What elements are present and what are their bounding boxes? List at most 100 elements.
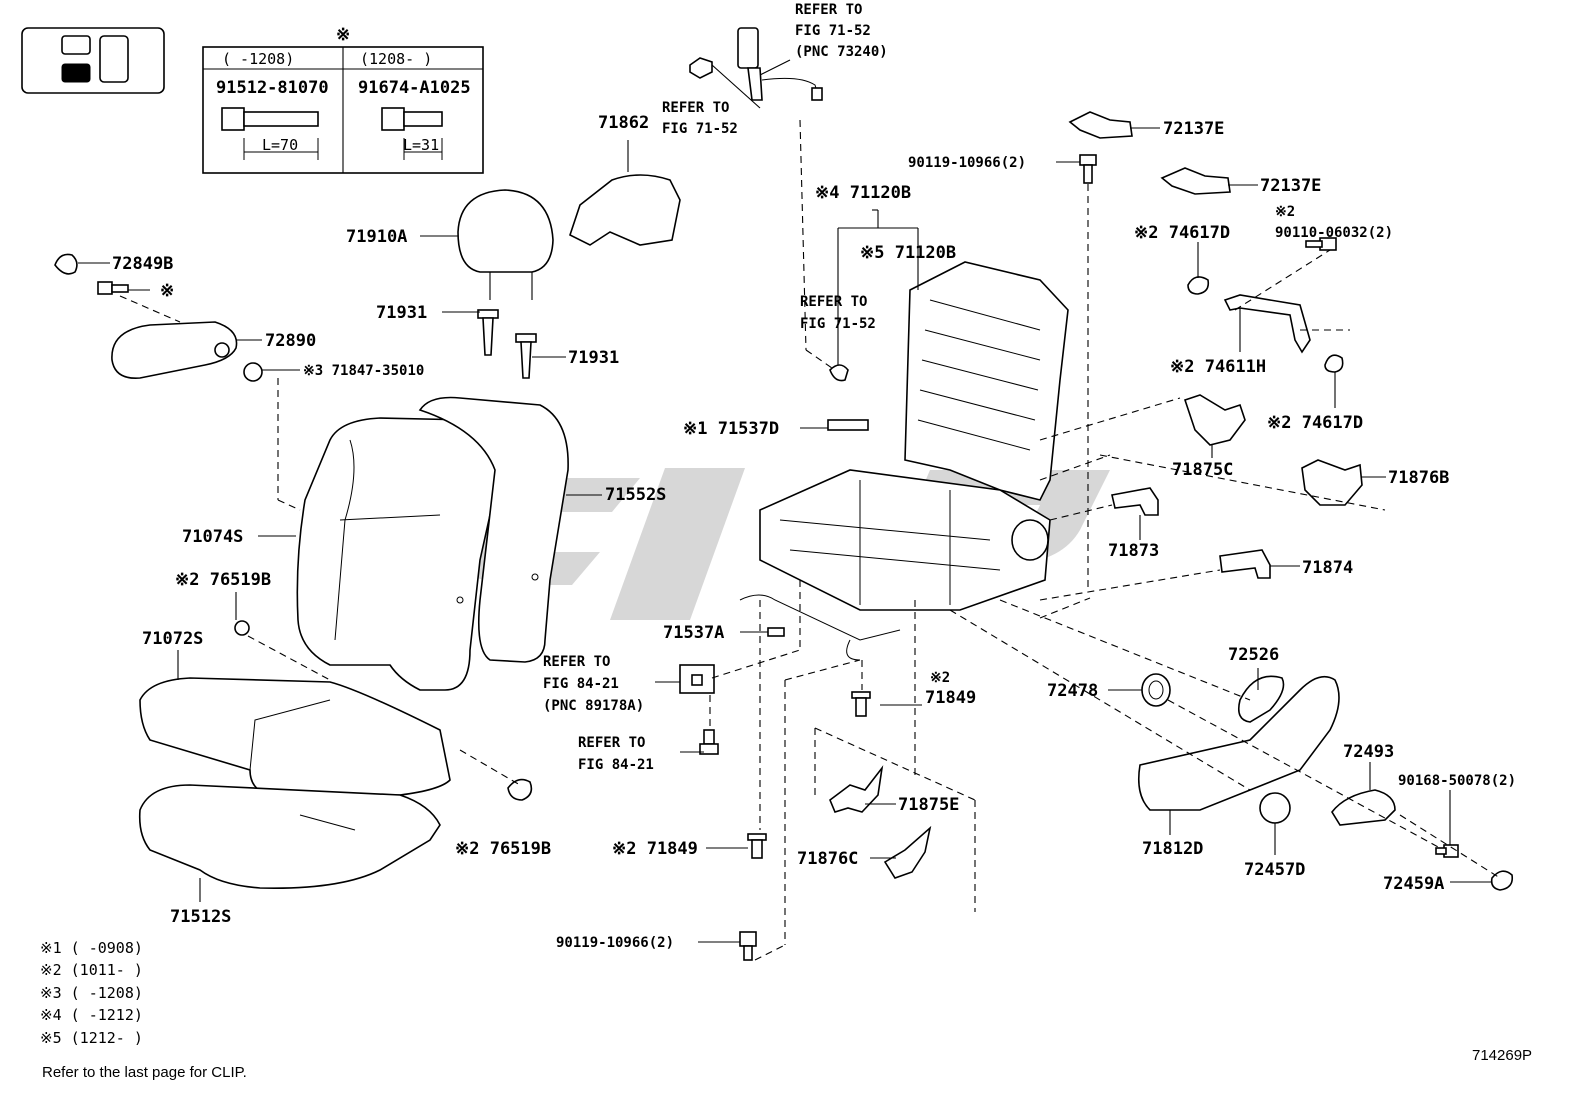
- label-71875C: 71875C: [1172, 460, 1233, 480]
- table-part-2: 91674-A1025: [358, 78, 471, 98]
- cap-72459A: [1490, 870, 1514, 891]
- label-71847: ※3 71847-35010: [303, 363, 424, 379]
- label-72849B: 72849B: [112, 254, 173, 274]
- label-71876C: 71876C: [797, 849, 858, 869]
- table-mark: ※: [336, 25, 350, 45]
- label-90110-mark: ※2: [1275, 204, 1295, 220]
- nut-top: [689, 57, 713, 79]
- label-72137E-a: 72137E: [1163, 119, 1224, 139]
- connector-89178A: [679, 664, 715, 694]
- handle-74611H: [1223, 294, 1311, 354]
- label-72457D: 72457D: [1244, 860, 1305, 880]
- label-71537A: 71537A: [663, 623, 724, 643]
- clip-near-frame: [829, 364, 849, 382]
- knob-72457D: [1259, 792, 1291, 824]
- headrest: [457, 189, 554, 300]
- table-length-1: L=70: [262, 136, 298, 154]
- label-71812D: 71812D: [1142, 839, 1203, 859]
- cap-72849B: [54, 253, 78, 275]
- label-71876B: 71876B: [1388, 468, 1449, 488]
- cap-74617D-b: [1324, 354, 1344, 373]
- label-71120B-5: ※5 71120B: [860, 243, 956, 263]
- seat-frame-71120B: [739, 261, 1069, 661]
- label-71120B-4: ※4 71120B: [815, 183, 911, 203]
- note-1: ※1 ( -0908): [40, 939, 143, 957]
- bracket-71874: [1219, 549, 1271, 579]
- label-71537D: [827, 419, 869, 431]
- leader-lines: [78, 59, 1492, 943]
- label-90119-bottom: 90119-10966(2): [556, 935, 674, 951]
- label-72478: 72478: [1047, 681, 1098, 701]
- note-5: ※5 (1212- ): [40, 1029, 143, 1047]
- bolt-90119-top: [1079, 154, 1097, 184]
- seatbelt-buckle: [737, 27, 823, 101]
- label-74617D-a: ※2 74617D: [1134, 223, 1230, 243]
- refer-top-line1: REFER TO: [795, 2, 862, 18]
- label-72137E-b: 72137E: [1260, 176, 1321, 196]
- label-74611H: ※2 74611H: [1170, 357, 1266, 377]
- refer-8421a-line3: (PNC 89178A): [543, 698, 644, 714]
- knob-72478: [1141, 673, 1171, 707]
- lever-72526: [1237, 675, 1285, 723]
- bolt-refer-84-21: [699, 729, 719, 755]
- label-76519B-b: ※2 76519B: [455, 839, 551, 859]
- refer-7152b-line2: FIG 71-52: [800, 316, 876, 332]
- refer-8421a-line1: REFER TO: [543, 654, 610, 670]
- bolt-armrest: [97, 281, 129, 295]
- note-2: ※2 (1011- ): [40, 961, 143, 979]
- bolt-90119-bottom: [739, 931, 757, 961]
- bolt-90110: [1305, 237, 1337, 251]
- headrest-support-2: [515, 333, 537, 379]
- cover-71876B: [1301, 459, 1363, 506]
- label-71072S: 71072S: [142, 629, 203, 649]
- seat-cushion-pad-71512S: [138, 784, 441, 889]
- note-4: ※4 ( -1212): [40, 1006, 143, 1024]
- label-74617D-b: ※2 74617D: [1267, 413, 1363, 433]
- label-71537A: [767, 627, 785, 637]
- label-71862: 71862: [598, 113, 649, 133]
- date-notes: ※1 ( -0908) ※2 (1011- ) ※3 ( -1208) ※4 (…: [40, 939, 143, 1047]
- seat-cushion-cover-71072S: [139, 677, 451, 796]
- label-71074S: 71074S: [182, 527, 243, 547]
- table-length-2: L=31: [403, 136, 439, 154]
- label-72890: 72890: [265, 331, 316, 351]
- table-part-1: 91512-81070: [216, 78, 329, 98]
- label-71849-b: ※2 71849: [612, 839, 698, 859]
- label-71875E: 71875E: [898, 795, 959, 815]
- label-71873: 71873: [1108, 541, 1159, 561]
- headrest-support-1: [477, 309, 499, 356]
- label-76519B-a: ※2 76519B: [175, 570, 271, 590]
- seatback-cover-71862: [569, 174, 681, 246]
- refer-top-line3: (PNC 73240): [795, 44, 888, 60]
- part-labels: REFER TO FIG 71-52 (PNC 73240) REFER TO …: [112, 2, 1516, 951]
- note-3: ※3 ( -1208): [40, 984, 143, 1002]
- label-71874: 71874: [1302, 558, 1353, 578]
- bolt-variant-table: ※ ( -1208) (1208- ) 91512-81070 91674-A1…: [202, 25, 484, 174]
- handle-72493: [1331, 789, 1396, 826]
- bolt-90168: [1435, 844, 1459, 858]
- cover-71875C: [1183, 394, 1246, 446]
- refer-7152b-line1: REFER TO: [800, 294, 867, 310]
- label-71931-b: 71931: [568, 348, 619, 368]
- figure-code: 714269P: [1472, 1047, 1532, 1064]
- label-71537D: ※1 71537D: [683, 419, 779, 439]
- bolt-71849-upper: [851, 691, 871, 717]
- assembly-dashed-lines: [119, 119, 1501, 961]
- seatback-board-71552S: [418, 396, 569, 663]
- label-90110: 90110-06032(2): [1275, 225, 1393, 241]
- cover-71875E: [829, 765, 884, 813]
- bolt-71849-lower: [747, 833, 767, 859]
- label-90119-top: 90119-10966(2): [908, 155, 1026, 171]
- bracket-72137E-b: [1160, 167, 1231, 195]
- vehicle-seat-position-icon: [21, 27, 165, 94]
- refer-8421a-line2: FIG 84-21: [543, 676, 619, 692]
- armrest: [111, 321, 238, 379]
- bracket-72137E-a: [1068, 111, 1133, 139]
- label-71512S: 71512S: [170, 907, 231, 927]
- bolt-long-icon: [221, 107, 319, 160]
- clip-76519B-bottom: [507, 778, 533, 801]
- label-90168: 90168-50078(2): [1398, 773, 1516, 789]
- label-71931-a: 71931: [376, 303, 427, 323]
- label-72493: 72493: [1343, 742, 1394, 762]
